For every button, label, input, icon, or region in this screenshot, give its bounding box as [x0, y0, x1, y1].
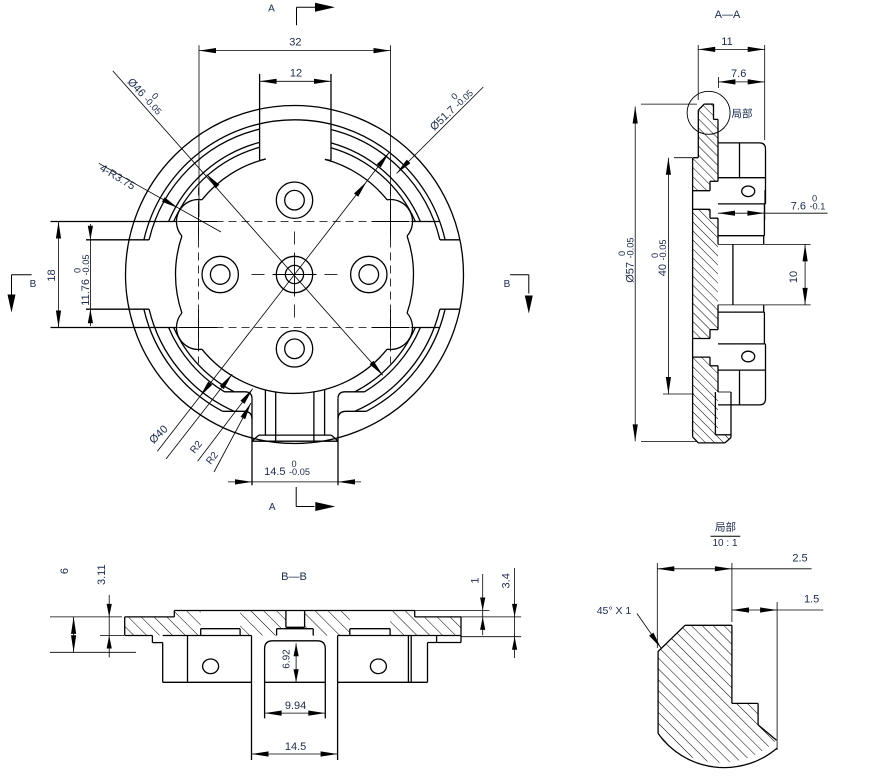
- svg-text:14.5: 14.5: [264, 466, 285, 478]
- svg-text:-0.1: -0.1: [810, 202, 826, 212]
- svg-text:0: 0: [650, 253, 660, 258]
- svg-text:3.4: 3.4: [501, 573, 513, 588]
- svg-text:10: 10: [788, 271, 800, 283]
- svg-text:45° X 1: 45° X 1: [597, 605, 632, 617]
- svg-text:3.11: 3.11: [96, 564, 108, 585]
- svg-text:-0.05: -0.05: [289, 467, 310, 477]
- svg-text:B: B: [504, 279, 511, 290]
- svg-text:7.6: 7.6: [731, 68, 746, 80]
- svg-text:-0.05: -0.05: [658, 240, 668, 261]
- svg-text:Ø57: Ø57: [624, 262, 636, 283]
- svg-text:0: 0: [812, 193, 817, 203]
- svg-text:10 : 1: 10 : 1: [712, 538, 737, 549]
- svg-text:2.5: 2.5: [792, 553, 807, 565]
- svg-text:A—A: A—A: [715, 9, 741, 21]
- svg-text:局部: 局部: [715, 521, 736, 534]
- svg-text:9.94: 9.94: [285, 700, 306, 712]
- svg-text:14.5: 14.5: [285, 741, 306, 753]
- svg-text:6: 6: [59, 568, 71, 574]
- svg-text:-0.05: -0.05: [81, 255, 91, 276]
- svg-text:1.5: 1.5: [804, 594, 819, 606]
- svg-text:B—B: B—B: [281, 571, 307, 583]
- svg-text:40: 40: [657, 264, 669, 276]
- svg-text:11.76: 11.76: [80, 279, 92, 306]
- svg-text:7.6: 7.6: [791, 201, 806, 213]
- svg-text:0: 0: [617, 251, 627, 256]
- svg-text:局部: 局部: [732, 107, 753, 120]
- svg-text:A: A: [268, 4, 275, 15]
- svg-text:0: 0: [292, 459, 297, 469]
- svg-text:A: A: [269, 502, 276, 513]
- svg-text:0: 0: [449, 91, 460, 102]
- svg-text:11: 11: [721, 36, 732, 48]
- svg-text:6.92: 6.92: [282, 649, 293, 669]
- svg-text:0: 0: [150, 91, 161, 102]
- svg-text:-0.05: -0.05: [625, 238, 635, 259]
- svg-text:18: 18: [46, 269, 58, 281]
- svg-text:1: 1: [470, 577, 482, 583]
- svg-text:12: 12: [290, 68, 302, 80]
- svg-text:B: B: [30, 279, 37, 290]
- svg-text:0: 0: [73, 268, 83, 273]
- svg-text:32: 32: [289, 37, 301, 49]
